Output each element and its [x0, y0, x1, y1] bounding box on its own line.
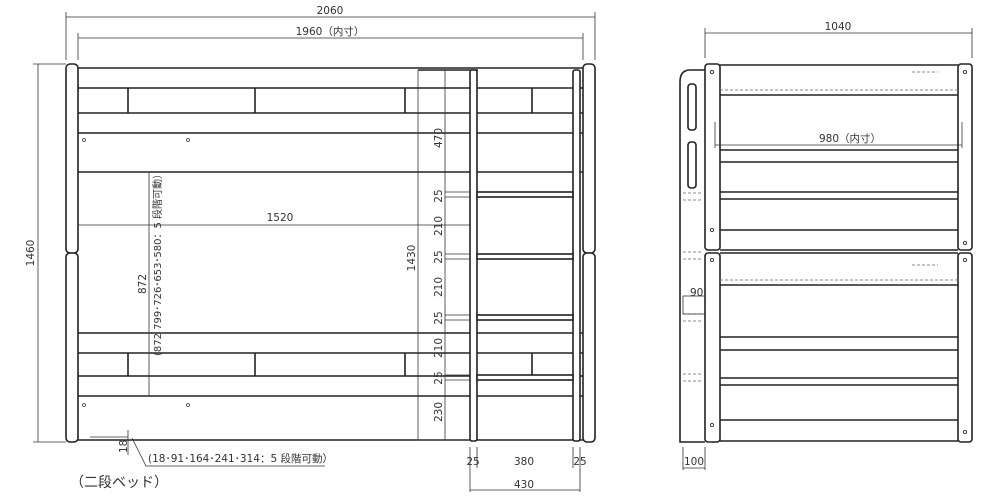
step-label: 210 [433, 277, 445, 297]
bottom-offset-label: 18 [118, 440, 130, 453]
step-label: 25 [433, 250, 445, 263]
right-post-lower [582, 252, 596, 443]
side-post [704, 63, 721, 251]
upper-bunk [78, 67, 583, 173]
dim-inner-depth: 980（内寸） [714, 122, 963, 148]
dim-overall-width: 2060 [65, 5, 596, 60]
ladder-step-ticks [445, 191, 470, 381]
ladder-grip-slot [687, 83, 697, 131]
ladder-rail-left [469, 69, 478, 442]
slat-length-label: 1520 [267, 212, 294, 224]
lower-bunk [78, 332, 583, 441]
ladder-hook-label: 90 [690, 287, 703, 299]
dim-ladder-height: 1430 470 25 210 25 210 25 210 25 230 [406, 70, 470, 441]
side-view: 1040 90 [679, 21, 973, 470]
step-label: 210 [433, 216, 445, 236]
upper-height-label: 872 [137, 274, 149, 294]
caption: （二段ベッド） [70, 475, 168, 491]
ladder-rail-left-label: 25 [466, 456, 479, 468]
logo-mark [912, 71, 938, 266]
dim-upper-height: 872 (872 799･726･653･580：5 段階可動） [137, 169, 164, 396]
ladder-rung [476, 191, 574, 198]
side-post [957, 252, 973, 443]
ladder [418, 69, 581, 442]
inner-width-label: 1960（内寸） [296, 25, 365, 38]
ladder-rung [476, 253, 574, 260]
step-label: 470 [433, 128, 445, 148]
ladder-width-label: 430 [514, 479, 534, 491]
dim-bottom-offset: 18 (18･91･164･241･314：5 段階可動） [90, 430, 333, 467]
left-post-upper [65, 63, 79, 254]
ladder-height-label: 1430 [406, 245, 418, 272]
dim-inner-width: 1960（内寸） [77, 25, 584, 60]
inner-depth-label: 980（内寸） [819, 132, 881, 145]
ladder-side-profile [679, 69, 705, 443]
dim-overall-height: 1460 [25, 63, 66, 443]
side-post [957, 63, 973, 251]
dim-slat-length: 1520 [78, 212, 470, 226]
ladder-rung [476, 314, 574, 321]
ladder-rail-right [572, 69, 581, 442]
ladder-grip-slot [687, 141, 697, 189]
ladder-inner-label: 380 [514, 456, 534, 468]
overall-width-label: 2060 [317, 5, 344, 17]
right-post-upper [582, 63, 596, 254]
overall-depth-label: 1040 [825, 21, 852, 33]
left-post-lower [65, 252, 79, 443]
step-label: 25 [433, 189, 445, 202]
overall-height-label: 1460 [25, 240, 37, 267]
step-label: 25 [433, 311, 445, 324]
front-view: 2060 1960（内寸） 1460 [25, 5, 596, 492]
step-label: 230 [433, 402, 445, 422]
ladder-depth-label: 100 [684, 456, 704, 468]
side-upper-rails [720, 64, 958, 251]
dim-ladder-width: 25 380 25 430 [466, 447, 587, 492]
dim-overall-depth: 1040 [704, 21, 973, 58]
side-post [704, 252, 721, 443]
lower-positions-label: (18･91･164･241･314：5 段階可動） [148, 452, 333, 465]
dim-ladder-depth: 100 [682, 447, 706, 470]
side-lower-rails [720, 252, 958, 442]
step-label: 210 [433, 338, 445, 358]
ladder-rail-right-label: 25 [573, 456, 586, 468]
step-label: 25 [433, 371, 445, 384]
upper-positions-label: (872 799･726･653･580：5 段階可動） [151, 169, 164, 356]
ladder-rung [476, 374, 574, 381]
